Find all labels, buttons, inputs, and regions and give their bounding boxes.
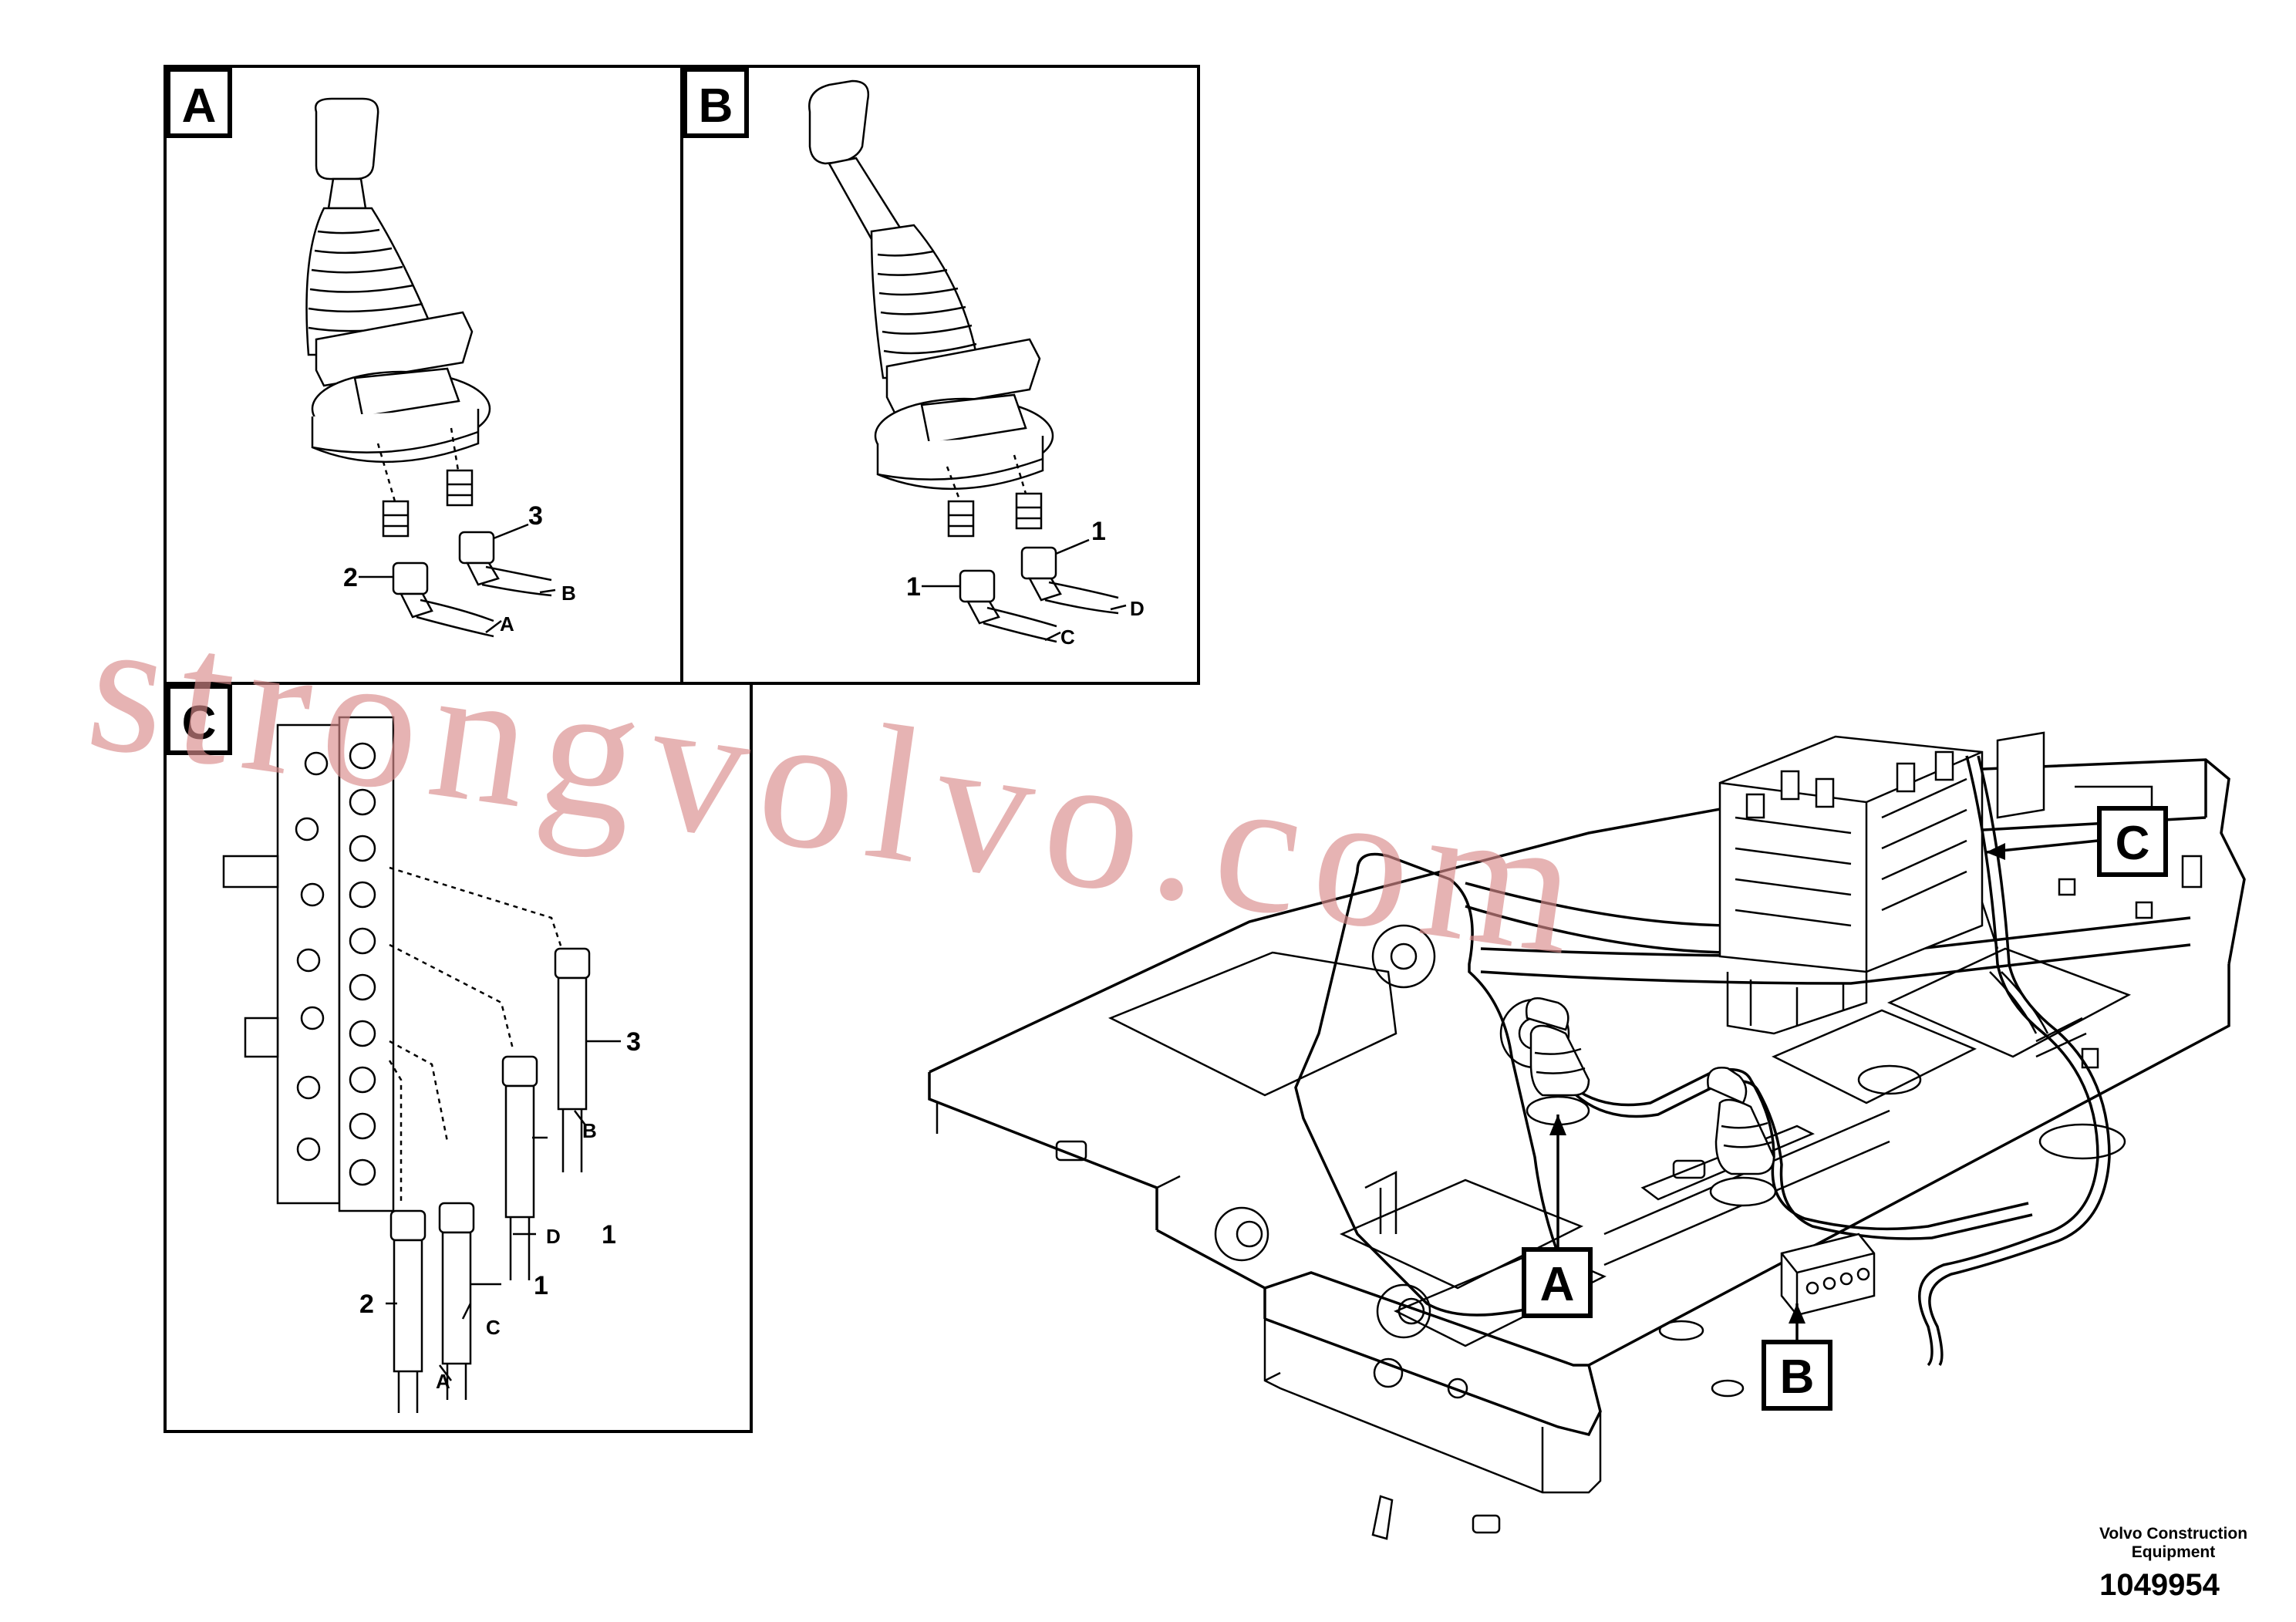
hose-1-c: [438, 1202, 475, 1400]
hose-letter-a-c: A: [436, 1370, 450, 1393]
callout-3-a: 3: [528, 501, 543, 531]
callout-1-c-c: 1: [534, 1271, 548, 1300]
callout-2-a-c: 2: [359, 1290, 374, 1319]
pilot-valve-block: [222, 716, 395, 1212]
overview-tag-b: B: [1762, 1303, 1832, 1411]
callout-2-a: 2: [343, 563, 358, 592]
joystick-overview-a: [1525, 997, 1590, 1126]
joystick-overview-b: [1707, 1067, 1777, 1207]
hose-1-d: [501, 1055, 538, 1280]
detail-panel-c: C: [164, 682, 753, 1433]
footer-company-line1: Volvo Construction: [2099, 1525, 2247, 1543]
panel-a-tag: A: [182, 79, 217, 133]
panel-b-tag: B: [699, 79, 733, 133]
footer-company-line2: Equipment: [2132, 1543, 2216, 1561]
callout-1-c: 1: [906, 572, 921, 602]
callout-1-d-c: 1: [602, 1220, 616, 1249]
hose-elbow-1-c: [959, 569, 1057, 643]
hose-letter-d-c: D: [546, 1225, 561, 1248]
overview-tag-a-label: A: [1540, 1258, 1575, 1311]
hose-letter-c: C: [1060, 626, 1075, 649]
machine-frame-overview: [928, 758, 2246, 1540]
overview-tag-b-label: B: [1780, 1351, 1815, 1404]
joystick-a: [305, 97, 491, 463]
main-control-valve: [1718, 731, 2045, 1035]
hose-letter-b: B: [561, 582, 576, 605]
detail-panel-b: B: [680, 65, 1200, 685]
overview-tag-a: A: [1522, 1114, 1593, 1318]
adapter-fittings-a: [382, 469, 474, 538]
hose-letter-a: A: [500, 612, 514, 636]
joystick-b: [808, 79, 1054, 491]
adapter-fittings-b: [947, 492, 1043, 538]
panel-c-tag: C: [182, 696, 217, 750]
callout-3-c: 3: [626, 1027, 641, 1057]
hose-2-a: [389, 1209, 426, 1413]
pilot-valve-block-overview: [1780, 1233, 1876, 1317]
hose-letter-d: D: [1130, 597, 1145, 620]
hose-letter-b-c: B: [582, 1119, 597, 1142]
drawing-number: 1049954: [2099, 1568, 2220, 1602]
detail-panel-a: A: [164, 65, 683, 685]
overview-tag-c: C: [1985, 806, 2168, 877]
hose-elbow-3-b: [458, 531, 552, 597]
hose-elbow-2-a: [392, 561, 494, 638]
valve-port-row: [295, 742, 376, 1186]
callout-1-d: 1: [1091, 517, 1106, 546]
overview-tag-c-label: C: [2116, 817, 2150, 870]
hose-elbow-1-d: [1020, 546, 1119, 615]
hose-letter-c-c: C: [486, 1316, 501, 1339]
